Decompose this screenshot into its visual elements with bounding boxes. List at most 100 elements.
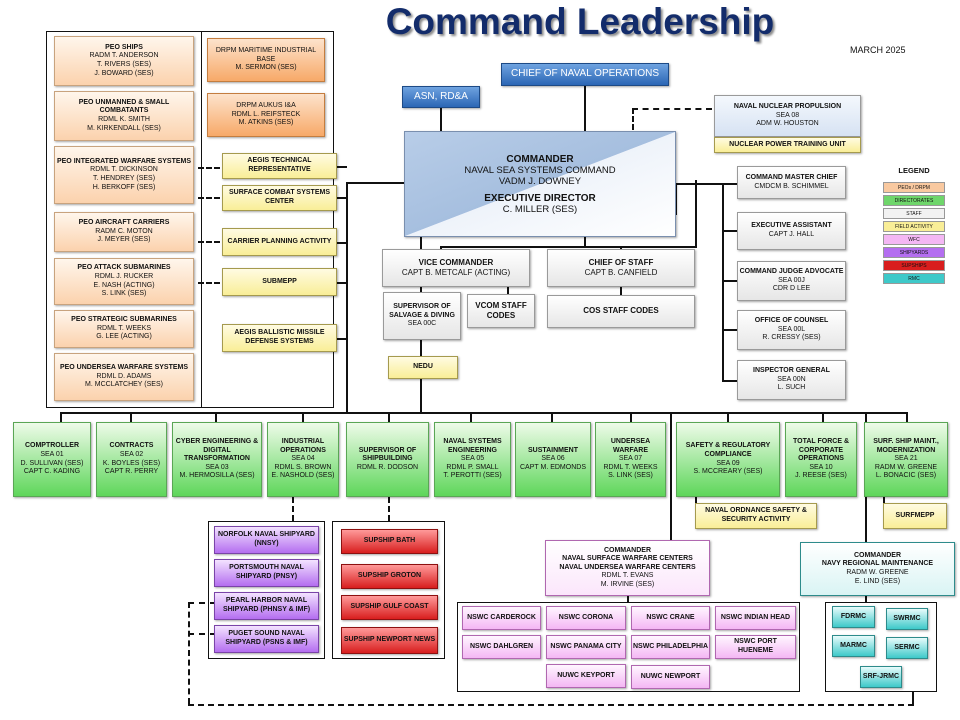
peo-title: PEO STRATEGIC SUBMARINES — [71, 316, 177, 324]
naval-ordnance-safety-security-activity[interactable]: NAVAL ORDNANCE SAFETY & SECURITY ACTIVIT… — [695, 503, 817, 529]
directorate-supervisor-of-shipbuilding[interactable]: SUPERVISOR OF SHIPBUILDING RDML R. DODSO… — [346, 422, 429, 497]
directorate-title: CONTRACTS — [109, 442, 154, 450]
nswc-corona[interactable]: NSWC CORONA — [546, 606, 626, 630]
nswc-philadelphia[interactable]: NSWC PHILADELPHIA — [631, 635, 710, 659]
supship-bath[interactable]: SUPSHIP BATH — [341, 529, 438, 554]
wfc-unit-label: NSWC PORT HUENEME — [734, 638, 777, 654]
nuwc-newport[interactable]: NUWC NEWPORT — [631, 665, 710, 689]
peo-unmanned-small-combatants[interactable]: PEO UNMANNED & SMALL COMBATANTS RDML K. … — [54, 91, 194, 141]
rmc-sermc[interactable]: SERMC — [886, 637, 928, 659]
rmc-swrmc[interactable]: SWRMC — [886, 608, 928, 630]
peo-undersea-warfare-systems[interactable]: PEO UNDERSEA WARFARE SYSTEMS RDML D. ADA… — [54, 353, 194, 401]
directorate-contracts[interactable]: CONTRACTS SEA 02 K. BOYLES (SES) CAPT R.… — [96, 422, 167, 497]
salvage-code: SEA 00C — [407, 320, 437, 328]
vice-commander-box[interactable]: VICE COMMANDER CAPT B. METCALF (ACTING) — [382, 249, 530, 287]
supship-label: SUPSHIP GROTON — [357, 572, 422, 580]
staff-title: EXECUTIVE ASSISTANT — [751, 222, 832, 230]
nnp-box[interactable]: NAVAL NUCLEAR PROPULSION SEA 08 ADM W. H… — [714, 95, 861, 137]
shipyard-norfolk[interactable]: NORFOLK NAVAL SHIPYARD (NNSY) — [214, 526, 319, 554]
directorate-leaders: SEA 01 D. SULLIVAN (SES) CAPT C. KADING — [20, 450, 84, 476]
commander-box[interactable]: COMMANDER NAVAL SEA SYSTEMS COMMAND VADM… — [404, 131, 676, 237]
cos-staff-codes-box[interactable]: COS STAFF CODES — [547, 295, 695, 328]
rmc-container — [825, 602, 937, 692]
vcom-staff-codes-box[interactable]: VCOM STAFF CODES — [467, 294, 535, 328]
nptu-box[interactable]: NUCLEAR POWER TRAINING UNIT — [714, 137, 861, 153]
shipyard-puget-sound[interactable]: PUGET SOUND NAVAL SHIPYARD (PSNS & IMF) — [214, 625, 319, 653]
office-of-counsel-box[interactable]: OFFICE OF COUNSEL SEA 00L R. CRESSY (SES… — [737, 310, 846, 350]
regional-maintenance-commander[interactable]: COMMANDER NAVY REGIONAL MAINTENANCE RADM… — [800, 542, 955, 596]
peo-leaders: RDML T. DICKINSON T. HENDREY (SES) H. BE… — [90, 166, 158, 191]
directorate-safety-regulatory-compliance[interactable]: SAFETY & REGULATORY COMPLIANCE SEA 09 S.… — [676, 422, 780, 497]
nswc-carderock[interactable]: NSWC CARDEROCK — [462, 606, 541, 630]
nswc-port-hueneme[interactable]: NSWC PORT HUENEME — [715, 635, 796, 659]
directorate-comptroller[interactable]: COMPTROLLER SEA 01 D. SULLIVAN (SES) CAP… — [13, 422, 91, 497]
directorate-title: INDUSTRIAL OPERATIONS — [280, 438, 326, 454]
directorate-sustainment[interactable]: SUSTAINMENT SEA 06 CAPT M. EDMONDS — [515, 422, 591, 497]
wfc-commander-title: COMMANDER NAVAL SURFACE WARFARE CENTERS … — [559, 546, 696, 571]
surfmepp[interactable]: SURFMEPP — [883, 503, 947, 529]
command-judge-advocate-box[interactable]: COMMAND JUDGE ADVOCATE SEA 00J CDR D LEE — [737, 261, 846, 301]
shipyard-portsmouth[interactable]: PORTSMOUTH NAVAL SHIPYARD (PNSY) — [214, 559, 319, 587]
supship-gulf-coast[interactable]: SUPSHIP GULF COAST — [341, 595, 438, 620]
shipyard-pearl-harbor[interactable]: PEARL HARBOR NAVAL SHIPYARD (PHNSY & IMF… — [214, 592, 319, 620]
drpm-maritime-industrial-base[interactable]: DRPM MARITIME INDUSTRIAL BASE M. SERMON … — [207, 38, 325, 82]
aegis-technical-representative[interactable]: AEGIS TECHNICAL REPRESENTATIVE — [222, 153, 337, 179]
executive-assistant-box[interactable]: EXECUTIVE ASSISTANT CAPT J. HALL — [737, 212, 846, 250]
supships-container — [332, 521, 445, 659]
directorate-undersea-warfare[interactable]: UNDERSEA WARFARE SEA 07 RDML T. WEEKS S.… — [595, 422, 666, 497]
peo-leaders: RADM T. ANDERSON T. RIVERS (SES) J. BOWA… — [89, 52, 159, 77]
drpm-aukus[interactable]: DRPM AUKUS I&A RDML L. REIFSTECK M. ATKI… — [207, 93, 325, 137]
nuwc-keyport[interactable]: NUWC KEYPORT — [546, 664, 626, 688]
directorate-leaders: SEA 06 CAPT M. EDMONDS — [520, 455, 586, 471]
nswc-crane[interactable]: NSWC CRANE — [631, 606, 710, 630]
peo-ships[interactable]: PEO SHIPS RADM T. ANDERSON T. RIVERS (SE… — [54, 36, 194, 86]
wfc-unit-label: NSWC PHILADELPHIA — [632, 642, 709, 650]
directorate-leaders: SEA 05 RDML P. SMALL T. PEROTTI (SES) — [443, 455, 502, 480]
peo-integrated-warfare-systems[interactable]: PEO INTEGRATED WARFARE SYSTEMS RDML T. D… — [54, 146, 194, 204]
asn-box[interactable]: ASN, RD&A — [402, 86, 480, 108]
wfc-unit-label: NSWC CRANE — [646, 613, 695, 621]
field-activity-label: CARRIER PLANNING ACTIVITY — [227, 237, 332, 245]
chief-of-staff-box[interactable]: CHIEF OF STAFF CAPT B. CANFIELD — [547, 249, 695, 287]
executive-director-name: C. MILLER (SES) — [502, 203, 578, 215]
nswc-indian-head[interactable]: NSWC INDIAN HEAD — [715, 606, 796, 630]
wfc-unit-label: NSWC PANAMA CITY — [550, 642, 622, 650]
nedu-box[interactable]: NEDU — [388, 356, 458, 379]
nswc-panama-city[interactable]: NSWC PANAMA CITY — [546, 635, 626, 659]
directorate-leaders: SEA 10 J. REESE (SES) — [795, 463, 847, 480]
inspector-general-box[interactable]: INSPECTOR GENERAL SEA 00N L. SUCH — [737, 360, 846, 400]
peo-leaders: RADM C. MOTON J. MEYER (SES) — [95, 227, 153, 244]
command-master-chief-box[interactable]: COMMAND MASTER CHIEF CMDCM B. SCHIMMEL — [737, 166, 846, 199]
legend-directorates: DIRECTORATES — [883, 195, 945, 206]
peo-aircraft-carriers[interactable]: PEO AIRCRAFT CARRIERS RADM C. MOTON J. M… — [54, 212, 194, 252]
rmc-unit-label: MARMC — [840, 641, 867, 649]
rmc-fdrmc[interactable]: FDRMC — [832, 606, 875, 628]
surface-combat-systems-center[interactable]: SURFACE COMBAT SYSTEMS CENTER — [222, 185, 337, 211]
supervisor-salvage-diving-box[interactable]: SUPERVISOR OF SALVAGE & DIVING SEA 00C — [383, 292, 461, 340]
supship-newport-news[interactable]: SUPSHIP NEWPORT NEWS — [341, 627, 438, 654]
directorate-total-force[interactable]: TOTAL FORCE & CORPORATE OPERATIONS SEA 1… — [785, 422, 857, 497]
rmc-srf-jrmc[interactable]: SRF-JRMC — [860, 666, 902, 688]
warfare-centers-commander[interactable]: COMMANDER NAVAL SURFACE WARFARE CENTERS … — [545, 540, 710, 596]
nswc-dahlgren[interactable]: NSWC DAHLGREN — [462, 635, 541, 659]
submepp[interactable]: SUBMEPP — [222, 268, 337, 296]
staff-name: SEA 00L R. CRESSY (SES) — [762, 325, 821, 342]
aegis-ballistic-missile-defense[interactable]: AEGIS BALLISTIC MISSILE DEFENSE SYSTEMS — [222, 324, 337, 352]
directorate-title: SUSTAINMENT — [527, 446, 579, 454]
wfc-unit-label: NSWC DAHLGREN — [470, 642, 533, 650]
peo-attack-submarines[interactable]: PEO ATTACK SUBMARINES RDML J. RUCKER E. … — [54, 258, 194, 305]
rmc-commander-title: COMMANDER NAVY REGIONAL MAINTENANCE — [821, 551, 934, 568]
directorate-title: SURF. SHIP MAINT., MODERNIZATION — [873, 438, 939, 454]
carrier-planning-activity[interactable]: CARRIER PLANNING ACTIVITY — [222, 228, 337, 256]
legend-wfc: WFC — [883, 234, 945, 245]
shipyard-label: PORTSMOUTH NAVAL SHIPYARD (PNSY) — [229, 564, 304, 580]
directorate-surface-ship-maintenance[interactable]: SURF. SHIP MAINT., MODERNIZATION SEA 21 … — [864, 422, 948, 497]
supship-groton[interactable]: SUPSHIP GROTON — [341, 564, 438, 589]
cno-box[interactable]: CHIEF OF NAVAL OPERATIONS — [501, 63, 669, 86]
rmc-marmc[interactable]: MARMC — [832, 635, 875, 657]
directorate-naval-systems-engineering[interactable]: NAVAL SYSTEMS ENGINEERING SEA 05 RDML P.… — [434, 422, 511, 497]
directorate-cyber-engineering[interactable]: CYBER ENGINEERING & DIGITAL TRANSFORMATI… — [172, 422, 262, 497]
peo-strategic-submarines[interactable]: PEO STRATEGIC SUBMARINES RDML T. WEEKS G… — [54, 310, 194, 348]
directorate-industrial-operations[interactable]: INDUSTRIAL OPERATIONS SEA 04 RDML S. BRO… — [267, 422, 339, 497]
staff-title: OFFICE OF COUNSEL — [754, 317, 829, 325]
